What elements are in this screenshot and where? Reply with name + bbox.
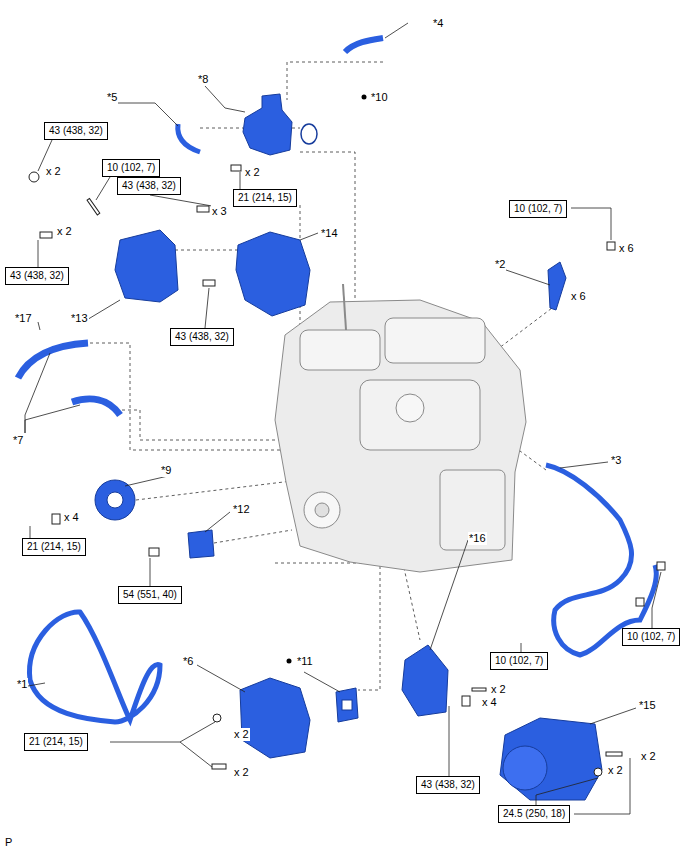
torque-value: 43 (438, 32) [10, 270, 64, 281]
torque-spec-box: 43 (438, 32) [416, 776, 480, 794]
torque-value: 43 (438, 32) [175, 331, 229, 342]
torque-spec-box: 10 (102, 7) [490, 652, 548, 670]
torque-value: 43 (438, 32) [49, 125, 103, 136]
torque-spec-box: 43 (438, 32) [44, 122, 108, 140]
diagram-label: *4 [432, 17, 444, 30]
diagram-label: *5 [106, 91, 118, 104]
diagram-label: *10 [370, 91, 389, 104]
diagram-label: x 6 [570, 290, 587, 303]
torque-value: 43 (438, 32) [122, 180, 176, 191]
diagram-label: *6 [182, 655, 194, 668]
diagram-label: *2 [494, 258, 506, 271]
torque-spec-box: 21 (214, 15) [233, 189, 297, 207]
diagram-label: x 2 [607, 764, 624, 777]
diagram-label: x 3 [211, 205, 228, 218]
diagram-label: *12 [232, 503, 251, 516]
diagram-label: x 6 [618, 242, 635, 255]
torque-value: 21 (214, 15) [238, 192, 292, 203]
diagram-label: *17 [14, 312, 33, 325]
diagram-label: *15 [638, 699, 657, 712]
diagram-label: x 2 [640, 750, 657, 763]
diagram-label: x 4 [481, 696, 498, 709]
diagram-label: *16 [468, 532, 487, 545]
torque-spec-box: 43 (438, 32) [117, 177, 181, 195]
diagram-label: *3 [610, 454, 622, 467]
torque-value: 10 (102, 7) [107, 162, 155, 173]
diagram-label: x 2 [233, 728, 250, 741]
torque-spec-box: 43 (438, 32) [5, 267, 69, 285]
torque-value: 21 (214, 15) [29, 736, 83, 747]
diagram-label: *1 [16, 678, 28, 691]
diagram-label: x 2 [45, 165, 62, 178]
torque-spec-box: 10 (102, 7) [102, 159, 160, 177]
diagram-label: *7 [12, 434, 24, 447]
torque-spec-box: 21 (214, 15) [24, 733, 88, 751]
torque-value: 10 (102, 7) [627, 631, 675, 642]
diagram-label: x 2 [490, 683, 507, 696]
torque-spec-box: 10 (102, 7) [509, 200, 567, 218]
diagram-label: x 2 [233, 766, 250, 779]
torque-value: 24.5 (250, 18) [503, 808, 565, 819]
torque-value: 54 (551, 40) [123, 589, 177, 600]
torque-spec-box: 21 (214, 15) [22, 538, 86, 556]
diagram-label: *11 [296, 655, 314, 668]
torque-spec-box: 43 (438, 32) [170, 328, 234, 346]
torque-value: 43 (438, 32) [421, 779, 475, 790]
torque-spec-box: 10 (102, 7) [622, 628, 680, 646]
torque-value: 21 (214, 15) [27, 541, 81, 552]
diagram-label: *13 [70, 312, 89, 325]
torque-value: 10 (102, 7) [514, 203, 562, 214]
diagram-label: x 2 [56, 225, 73, 238]
diagram-label: P [4, 836, 13, 849]
diagram-label: *8 [197, 73, 209, 86]
diagram-label: x 2 [244, 166, 261, 179]
diagram-label: x 4 [63, 511, 80, 524]
diagram-label: *9 [160, 464, 172, 477]
torque-spec-box: 24.5 (250, 18) [498, 805, 570, 823]
torque-spec-box: 54 (551, 40) [118, 586, 182, 604]
torque-value: 10 (102, 7) [495, 655, 543, 666]
diagram-label: *14 [320, 227, 339, 240]
